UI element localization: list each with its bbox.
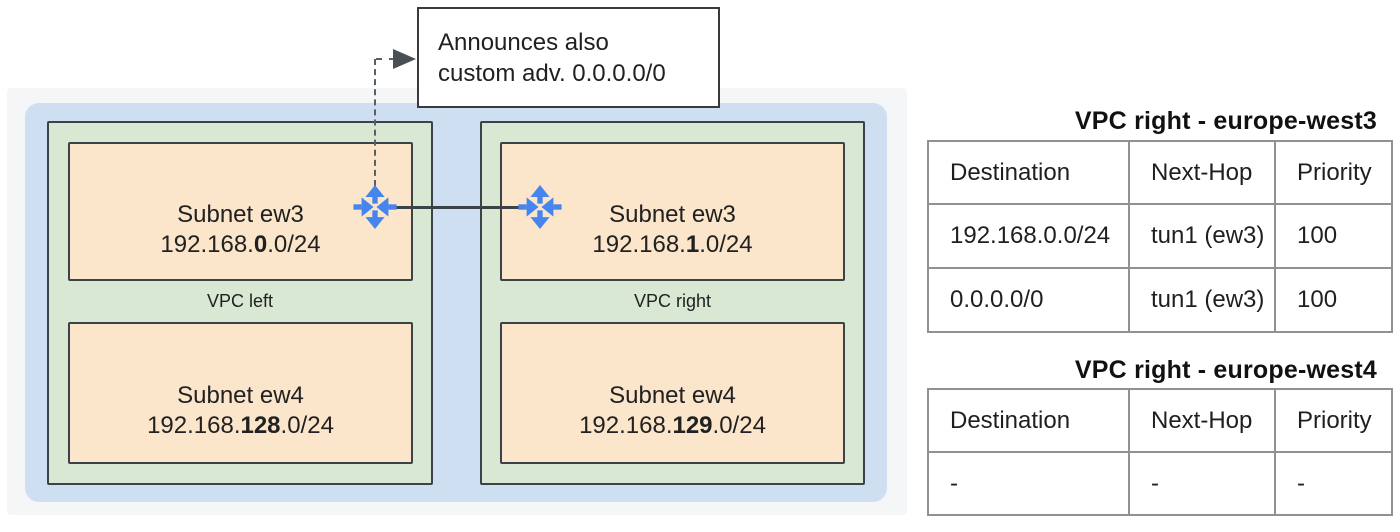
cloud-router-icon xyxy=(353,184,397,230)
cidr-prefix: 192.168. xyxy=(592,230,686,258)
subnet-box-right-ew3: Subnet ew3 192.168.1.0/24 xyxy=(500,142,845,281)
table-cell-destination: 192.168.0.0/24 xyxy=(929,205,1130,269)
callout-dashed-line-vertical xyxy=(374,59,376,186)
table-cell-priority: 100 xyxy=(1297,286,1338,313)
table-cell-destination: 0.0.0.0/0 xyxy=(929,269,1130,331)
callout-text-line1: Announces also xyxy=(438,28,609,56)
subnet-box-left-ew4: Subnet ew4 192.168.128.0/24 xyxy=(68,322,413,464)
callout-text-line2: custom adv. 0.0.0.0/0 xyxy=(438,59,666,87)
subnet-cidr: 192.168.1.0/24 xyxy=(592,230,752,260)
column-header-priority: Priority xyxy=(1276,390,1391,453)
cidr-suffix: .0/24 xyxy=(699,230,753,258)
vpc-right-label: VPC right xyxy=(633,291,712,311)
route-table-ew4-title: VPC right - europe-west4 xyxy=(1074,356,1377,384)
subnet-name: Subnet ew3 xyxy=(177,200,304,228)
arrow-right-icon xyxy=(393,49,416,69)
cidr-suffix: .0/24 xyxy=(280,412,334,439)
callout-box: Announces also custom adv. 0.0.0.0/0 xyxy=(417,7,720,108)
route-table-ew3: Destination Next-Hop Priority 192.168.0.… xyxy=(927,140,1393,333)
callout-dashed-line-horizontal xyxy=(376,58,395,60)
subnet-cidr: 192.168.128.0/24 xyxy=(147,411,334,441)
vpc-left-label: VPC left xyxy=(206,291,274,311)
cloud-router-icon xyxy=(518,184,562,230)
column-header-next-hop: Next-Hop xyxy=(1130,142,1276,205)
column-header-next-hop: Next-Hop xyxy=(1130,390,1276,453)
column-header-priority: Priority xyxy=(1276,142,1391,205)
table-cell-next-hop: tun1 (ew3) xyxy=(1130,205,1276,269)
table-cell-priority: - xyxy=(1297,469,1305,497)
table-cell-destination: - xyxy=(929,453,1130,514)
cidr-octet-bold: 0 xyxy=(253,230,268,258)
vpn-tunnel-line xyxy=(396,206,519,209)
column-header-destination: Destination xyxy=(929,390,1130,453)
route-table-ew3-title: VPC right - europe-west3 xyxy=(1074,107,1377,135)
column-header-destination: Destination xyxy=(929,142,1130,205)
subnet-cidr: 192.168.0.0/24 xyxy=(160,230,320,260)
table-cell-next-hop: tun1 (ew3) xyxy=(1130,269,1276,331)
subnet-box-right-ew4: Subnet ew4 192.168.129.0/24 xyxy=(500,322,845,464)
cidr-octet-bold: 128 xyxy=(240,412,281,439)
subnet-box-left-ew3: Subnet ew3 192.168.0.0/24 xyxy=(68,142,413,281)
cidr-suffix: .0/24 xyxy=(267,230,321,258)
subnet-name: Subnet ew4 xyxy=(177,382,304,409)
cidr-octet-bold: 129 xyxy=(672,412,713,439)
cidr-prefix: 192.168. xyxy=(579,412,673,439)
subnet-name: Subnet ew4 xyxy=(609,382,736,409)
cidr-suffix: .0/24 xyxy=(712,412,766,439)
cidr-octet-bold: 1 xyxy=(685,230,700,258)
subnet-cidr: 192.168.129.0/24 xyxy=(579,411,766,441)
cidr-prefix: 192.168. xyxy=(160,230,254,258)
table-cell-next-hop: - xyxy=(1130,453,1276,514)
table-cell-priority: 100 xyxy=(1276,205,1391,269)
route-table-ew4: Destination Next-Hop Priority - - - xyxy=(927,388,1393,516)
cidr-prefix: 192.168. xyxy=(147,412,241,439)
subnet-name: Subnet ew3 xyxy=(609,200,736,228)
